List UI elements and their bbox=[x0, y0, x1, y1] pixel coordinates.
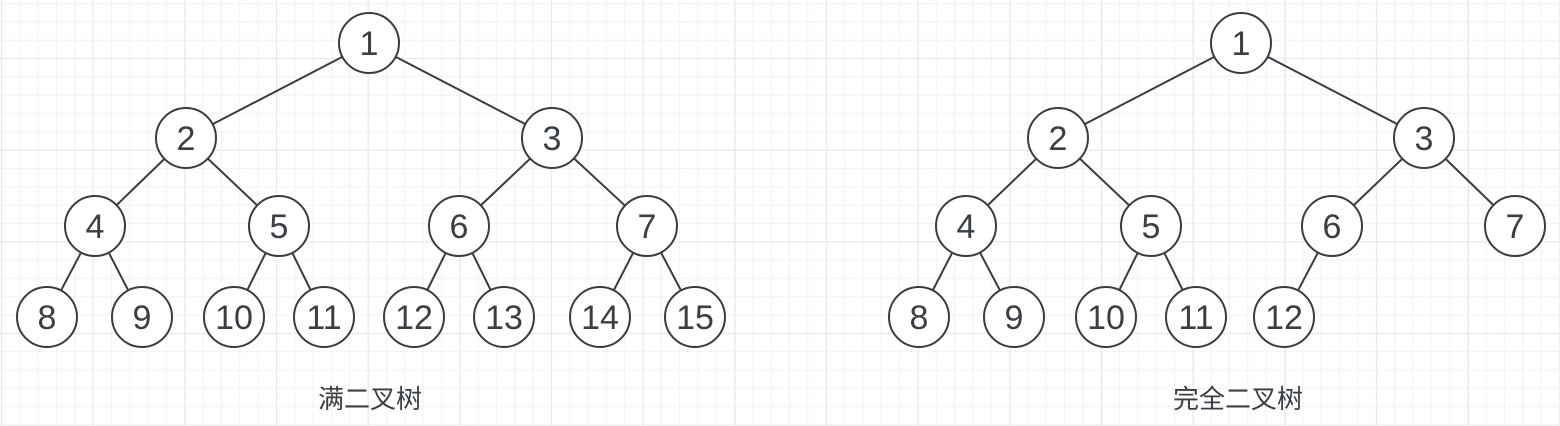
node-label: 5 bbox=[1142, 208, 1161, 246]
node-circle bbox=[203, 286, 265, 348]
full-binary-tree-node-12: 12 bbox=[383, 286, 445, 348]
complete-binary-tree-node-9: 9 bbox=[983, 286, 1045, 348]
node-circle bbox=[1027, 107, 1089, 169]
complete-binary-tree-node-2: 2 bbox=[1027, 107, 1089, 169]
node-circle bbox=[293, 286, 355, 348]
complete-binary-tree-node-12: 12 bbox=[1253, 286, 1315, 348]
full-binary-tree-node-14: 14 bbox=[569, 286, 631, 348]
full-binary-tree-node-4: 4 bbox=[64, 195, 126, 257]
full-binary-tree-node-5: 5 bbox=[248, 195, 310, 257]
full-binary-tree-node-9: 9 bbox=[111, 286, 173, 348]
node-circle bbox=[1210, 12, 1272, 74]
full-binary-tree-node-10: 10 bbox=[203, 286, 265, 348]
tree-edge-1-3 bbox=[368, 42, 553, 139]
node-label: 13 bbox=[485, 299, 523, 337]
node-label: 1 bbox=[1232, 25, 1251, 63]
complete-binary-tree-node-3: 3 bbox=[1393, 107, 1455, 169]
node-label: 9 bbox=[133, 299, 152, 337]
node-label: 8 bbox=[38, 299, 57, 337]
node-label: 10 bbox=[1087, 299, 1125, 337]
node-label: 10 bbox=[215, 299, 253, 337]
node-label: 3 bbox=[543, 120, 562, 158]
node-circle bbox=[473, 286, 535, 348]
node-circle bbox=[983, 286, 1045, 348]
node-circle bbox=[1301, 195, 1363, 257]
node-label: 4 bbox=[957, 208, 976, 246]
complete-binary-tree-node-6: 6 bbox=[1301, 195, 1363, 257]
node-circle bbox=[248, 195, 310, 257]
node-circle bbox=[155, 107, 217, 169]
complete-binary-tree-node-1: 1 bbox=[1210, 12, 1272, 74]
node-circle bbox=[1120, 195, 1182, 257]
node-label: 2 bbox=[1049, 120, 1068, 158]
tree-edge-1-3 bbox=[1240, 42, 1425, 139]
node-label: 1 bbox=[360, 25, 379, 63]
node-label: 11 bbox=[306, 299, 341, 337]
full-binary-tree-node-15: 15 bbox=[664, 286, 726, 348]
node-label: 3 bbox=[1415, 120, 1434, 158]
node-circle bbox=[1165, 286, 1227, 348]
node-label: 2 bbox=[177, 120, 196, 158]
complete-binary-tree-node-4: 4 bbox=[935, 195, 997, 257]
full-binary-tree-node-11: 11 bbox=[293, 286, 355, 348]
node-circle bbox=[383, 286, 445, 348]
complete-binary-tree-node-5: 5 bbox=[1120, 195, 1182, 257]
full-binary-tree-node-1: 1 bbox=[338, 12, 400, 74]
full-binary-tree-node-8: 8 bbox=[16, 286, 78, 348]
node-label: 8 bbox=[910, 299, 929, 337]
node-circle bbox=[1075, 286, 1137, 348]
complete-binary-tree-node-11: 11 bbox=[1165, 286, 1227, 348]
node-circle bbox=[16, 286, 78, 348]
node-label: 7 bbox=[638, 208, 657, 246]
complete-binary-tree-node-8: 8 bbox=[888, 286, 950, 348]
node-circle bbox=[935, 195, 997, 257]
complete-binary-tree-node-10: 10 bbox=[1075, 286, 1137, 348]
node-circle bbox=[664, 286, 726, 348]
node-label: 9 bbox=[1005, 299, 1024, 337]
full-binary-tree-node-2: 2 bbox=[155, 107, 217, 169]
node-label: 6 bbox=[1323, 208, 1342, 246]
node-label: 7 bbox=[1506, 208, 1525, 246]
node-label: 11 bbox=[1178, 299, 1213, 337]
tree-edge-1-2 bbox=[1057, 42, 1242, 139]
node-label: 6 bbox=[450, 208, 469, 246]
node-label: 12 bbox=[395, 299, 433, 337]
node-circle bbox=[1484, 195, 1546, 257]
node-label: 5 bbox=[270, 208, 289, 246]
node-circle bbox=[888, 286, 950, 348]
node-circle bbox=[428, 195, 490, 257]
full-binary-tree-node-13: 13 bbox=[473, 286, 535, 348]
node-circle bbox=[111, 286, 173, 348]
node-circle bbox=[64, 195, 126, 257]
node-label: 14 bbox=[581, 299, 619, 337]
full-binary-tree-node-7: 7 bbox=[616, 195, 678, 257]
node-circle bbox=[569, 286, 631, 348]
complete-binary-tree-node-7: 7 bbox=[1484, 195, 1546, 257]
node-circle bbox=[338, 12, 400, 74]
node-circle bbox=[1253, 286, 1315, 348]
node-circle bbox=[1393, 107, 1455, 169]
node-label: 4 bbox=[86, 208, 105, 246]
node-circle bbox=[616, 195, 678, 257]
full-binary-tree-node-3: 3 bbox=[521, 107, 583, 169]
node-label: 12 bbox=[1265, 299, 1303, 337]
full-binary-tree-caption: 满二叉树 bbox=[318, 384, 422, 414]
node-circle bbox=[521, 107, 583, 169]
node-label: 15 bbox=[676, 299, 714, 337]
complete-binary-tree-caption: 完全二叉树 bbox=[1173, 384, 1303, 414]
tree-edge-1-2 bbox=[185, 42, 370, 139]
full-binary-tree-node-6: 6 bbox=[428, 195, 490, 257]
